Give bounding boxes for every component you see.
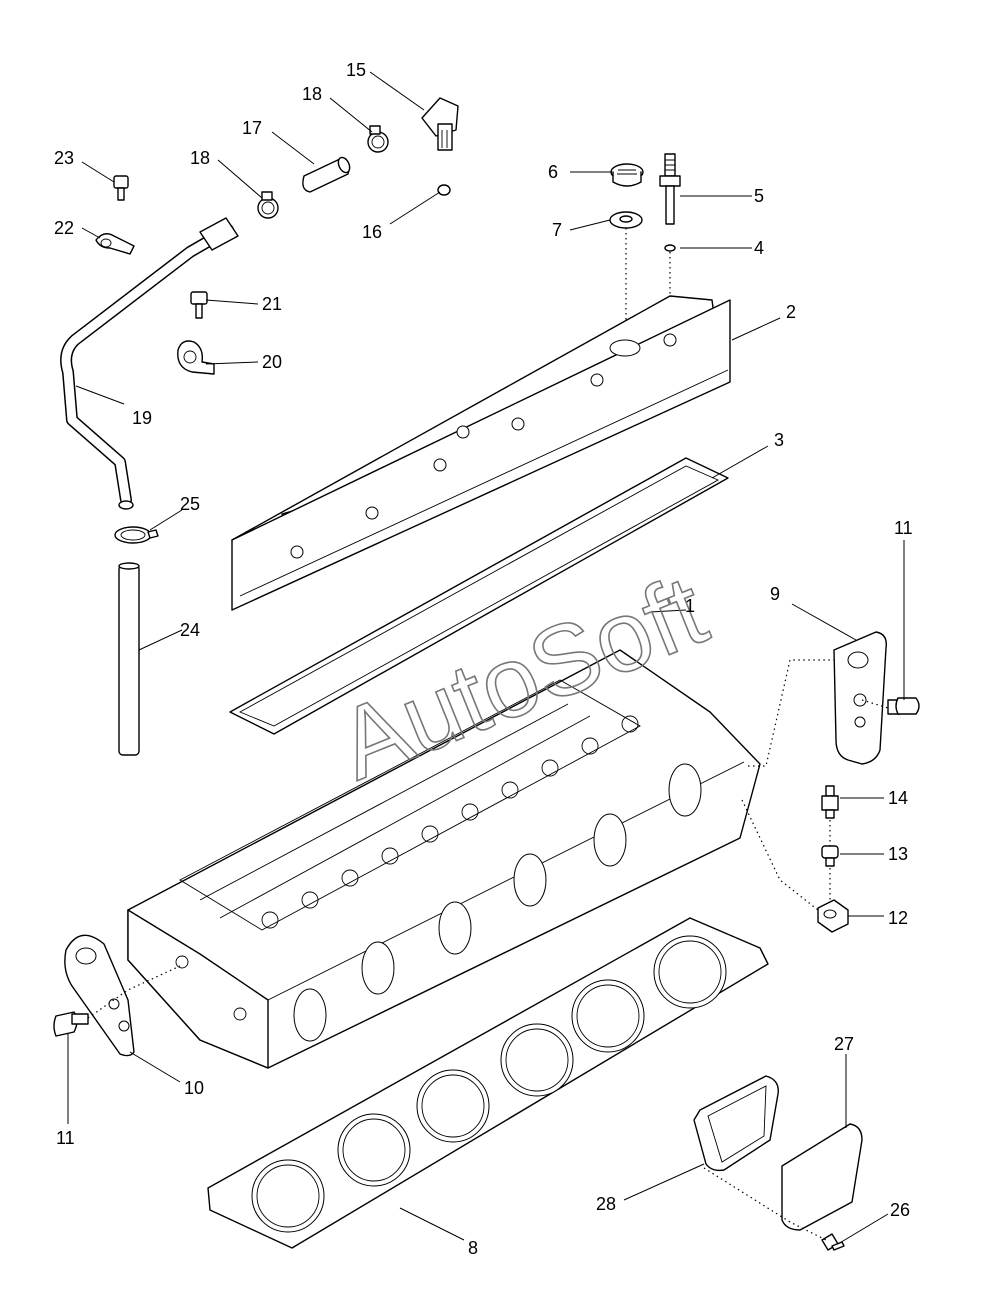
- callout-11-right: 11: [894, 518, 913, 538]
- callout-15: 15: [346, 60, 366, 80]
- callout-18-right: 18: [302, 84, 322, 104]
- connector-dotted-12: [741, 799, 819, 911]
- part-27-cover-plate: [781, 1123, 863, 1231]
- part-14-fitting: [821, 785, 839, 819]
- part-4-seal: [664, 244, 676, 252]
- callout-11-left: 11: [56, 1128, 75, 1148]
- callout-20: 20: [262, 352, 282, 372]
- callout-22: 22: [54, 218, 74, 238]
- part-21-bolt: [190, 291, 208, 319]
- part-24-tube: [118, 562, 140, 756]
- callout-21: 21: [262, 294, 282, 314]
- callout-4: 4: [754, 238, 764, 258]
- part-15-sensor: [421, 97, 459, 151]
- part-10-bracket: [64, 934, 135, 1057]
- connector-dotted-9: [748, 659, 834, 767]
- part-6-oil-filler-cap: [610, 163, 644, 187]
- callout-2: 2: [786, 302, 796, 322]
- part-17-hose-sleeve: [302, 156, 351, 193]
- callout-10: 10: [184, 1078, 204, 1098]
- part-16-o-ring: [437, 184, 451, 196]
- connector-dotted-10: [87, 965, 181, 1019]
- part-22-clip: [95, 233, 135, 255]
- callout-25: 25: [180, 494, 200, 514]
- part-23-bolt: [113, 175, 129, 201]
- head-ports: [293, 763, 702, 1042]
- head-valve-details: [261, 715, 639, 929]
- callout-17: 17: [242, 118, 262, 138]
- callout-28: 28: [596, 1194, 616, 1214]
- part-3-cover-gasket: [229, 457, 729, 735]
- part-18-hose-clamp-right: [367, 125, 389, 153]
- callout-27: 27: [834, 1034, 854, 1054]
- part-2-rocker-cover: [231, 295, 731, 611]
- part-12-banjo: [817, 899, 849, 933]
- callout-13: 13: [888, 844, 908, 864]
- part-18-hose-clamp-left: [257, 191, 279, 219]
- part-7-washer: [609, 211, 643, 229]
- callout-labels: 1 2 3 4 5 6 7 8 9 10 11 11 12 13 14 15 1…: [54, 60, 913, 1258]
- callout-14: 14: [888, 788, 908, 808]
- leader-lines: [67, 71, 905, 1245]
- part-11-bolt-left: [53, 1011, 89, 1037]
- callout-18-left: 18: [190, 148, 210, 168]
- callout-5: 5: [754, 186, 764, 206]
- callout-8: 8: [468, 1238, 478, 1258]
- callout-19: 19: [132, 408, 152, 428]
- callout-1: 1: [685, 596, 695, 616]
- callout-9: 9: [770, 584, 780, 604]
- callout-3: 3: [774, 430, 784, 450]
- part-19-breather-pipe: [60, 217, 239, 510]
- part-11-bolt-right: [887, 697, 920, 715]
- callout-12: 12: [888, 908, 908, 928]
- callout-26: 26: [890, 1200, 910, 1220]
- part-28-gasket: [693, 1075, 779, 1172]
- part-1-cylinder-head: [127, 649, 761, 1069]
- part-8-head-gasket: [207, 917, 769, 1249]
- part-13-fitting: [821, 845, 839, 867]
- callout-24: 24: [180, 620, 200, 640]
- callout-6: 6: [548, 162, 558, 182]
- part-9-bracket: [833, 631, 887, 765]
- callout-23: 23: [54, 148, 74, 168]
- callout-7: 7: [552, 220, 562, 240]
- part-5-stud: [659, 153, 681, 225]
- part-20-p-clip: [177, 340, 215, 375]
- part-25-clamp: [114, 526, 159, 544]
- callout-16: 16: [362, 222, 382, 242]
